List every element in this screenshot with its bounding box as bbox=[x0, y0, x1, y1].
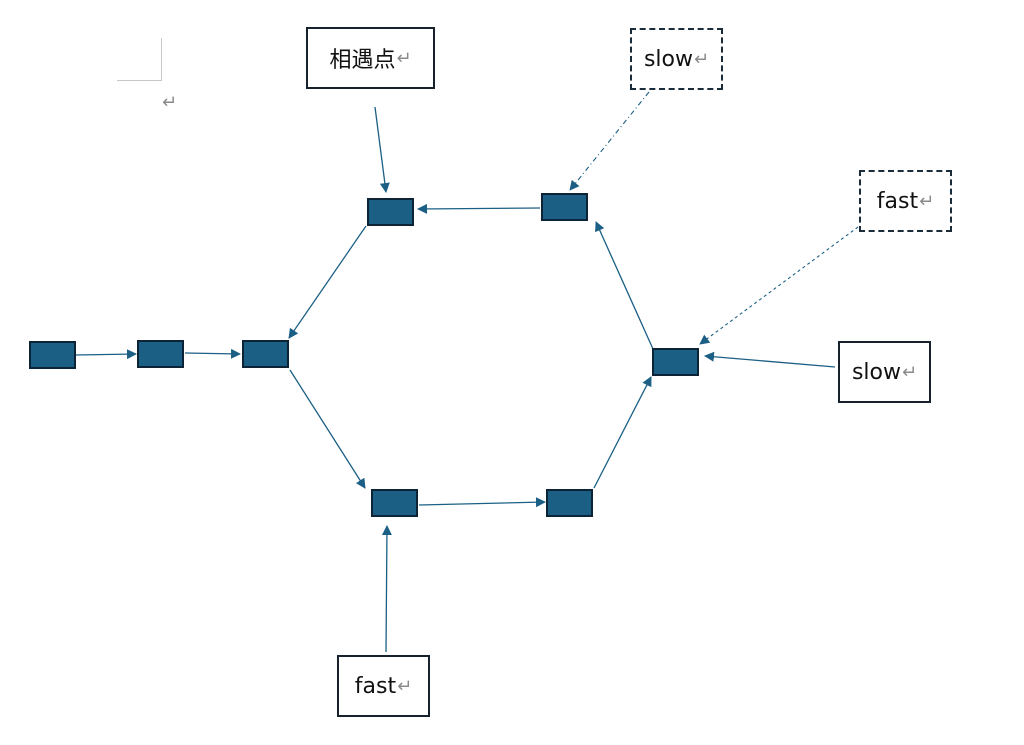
cycle-node-top-left bbox=[367, 198, 414, 226]
pointer-fast-top bbox=[699, 226, 859, 345]
arrow-bottom-left-to-bottom-right bbox=[418, 497, 546, 508]
cycle-node-top-right bbox=[541, 193, 588, 221]
fast-bottom-text: fast bbox=[354, 673, 397, 699]
slow-right-label: slow↵ bbox=[838, 341, 931, 403]
arrow-node1-to-node2 bbox=[75, 349, 137, 360]
fast-top-label: fast↵ bbox=[859, 170, 952, 232]
fast-top-text: fast bbox=[876, 188, 919, 214]
cycle-node-bottom-left bbox=[371, 489, 418, 517]
slow-top-label: slow↵ bbox=[630, 28, 723, 90]
return-mark: ↵ bbox=[901, 361, 918, 383]
pointer-meeting-point bbox=[374, 106, 390, 193]
list-node-2 bbox=[137, 340, 184, 368]
arrow-node2-to-node3 bbox=[184, 348, 241, 359]
fast-bottom-label: fast↵ bbox=[337, 655, 430, 717]
arrow-bottom-right-to-right bbox=[593, 376, 652, 489]
return-mark: ↵ bbox=[919, 190, 935, 212]
return-mark: ↵ bbox=[693, 48, 710, 70]
paragraph-return-mark: ↵ bbox=[162, 92, 178, 113]
cycle-node-right bbox=[652, 348, 699, 376]
pointer-slow-top bbox=[569, 91, 650, 191]
meeting-point-text: 相遇点 bbox=[329, 48, 396, 73]
arrow-top-left-to-node3 bbox=[288, 225, 367, 339]
pointer-fast-bottom bbox=[381, 525, 392, 653]
slow-top-text: slow bbox=[643, 46, 693, 72]
meeting-point-label: 相遇点↵ bbox=[306, 27, 435, 89]
list-node-3-cycle-entry bbox=[242, 340, 289, 368]
return-mark: ↵ bbox=[396, 47, 412, 69]
arrow-top-right-to-top-left bbox=[417, 203, 541, 214]
list-node-1 bbox=[29, 341, 76, 369]
page-corner-mark bbox=[117, 38, 162, 81]
arrow-node3-to-bottom-left bbox=[289, 369, 366, 489]
return-mark: ↵ bbox=[397, 675, 413, 697]
pointer-slow-right bbox=[704, 351, 836, 368]
cycle-node-bottom-right bbox=[546, 489, 593, 517]
arrow-right-to-top-right bbox=[595, 221, 654, 350]
slow-right-text: slow bbox=[851, 359, 901, 385]
